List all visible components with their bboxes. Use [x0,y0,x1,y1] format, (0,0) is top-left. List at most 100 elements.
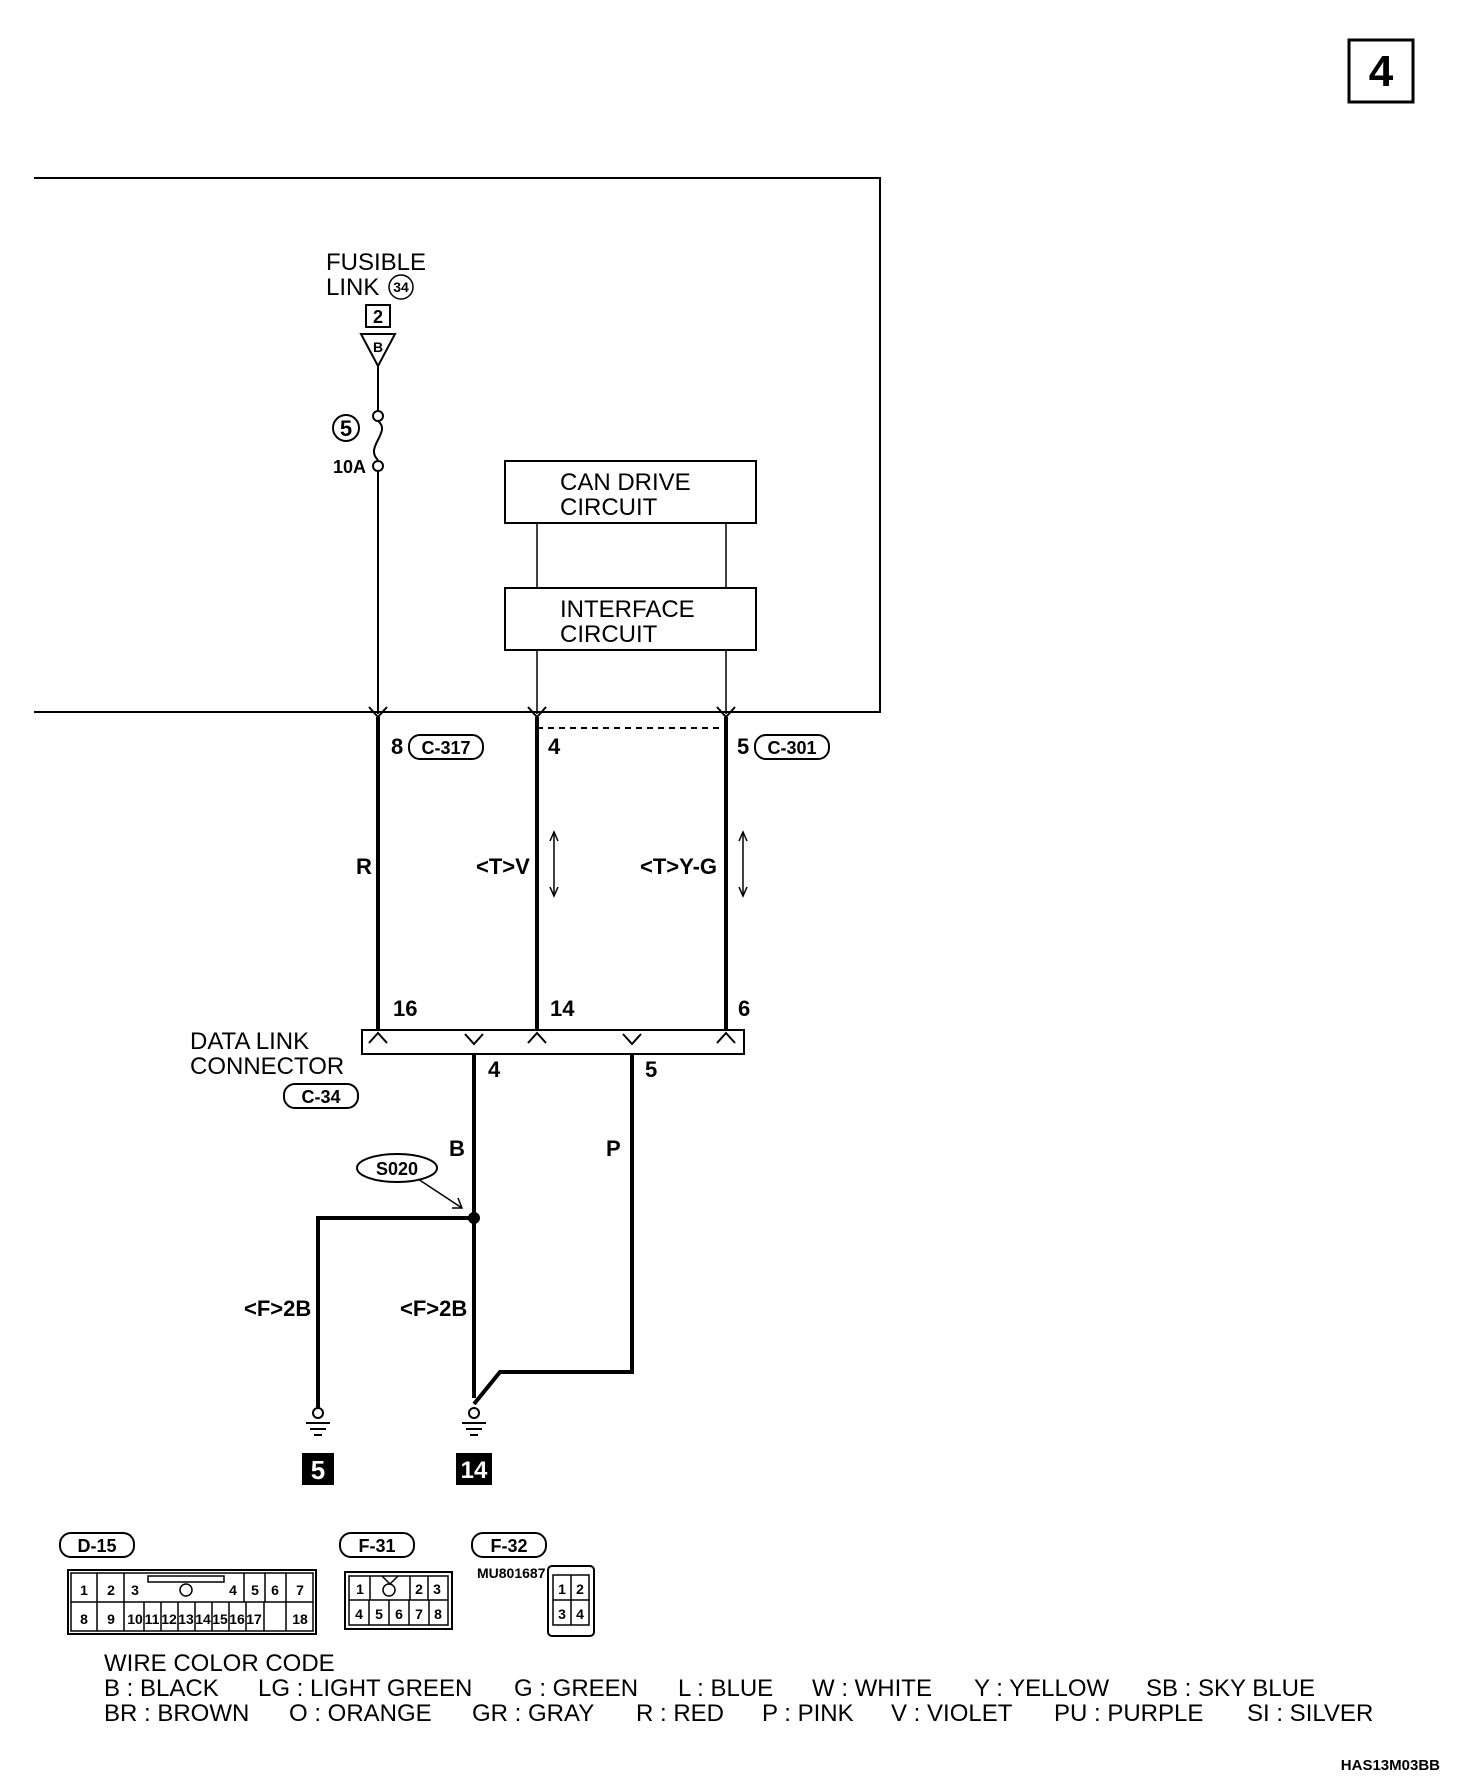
legend-entry: PU : PURPLE [1054,1700,1203,1727]
legend-entry: R : RED [636,1700,724,1727]
splice-s020: S020 [376,1159,418,1179]
ground-5-badge [302,1453,334,1485]
can-drive-circuit-block [504,460,757,524]
connector-c317: C-317 [421,738,470,758]
fuse-element [372,420,384,461]
legend-entry: LG : LIGHT GREEN [258,1675,472,1702]
tyg-double-arrow-head-top [738,830,748,842]
wire-f2b-left [316,1216,474,1408]
connector-pin-label: 15 [212,1611,228,1627]
dlc-pin-4: 4 [488,1057,501,1082]
connector-f32-part: MU801687 [477,1565,546,1581]
ecu-pin-4: 4 [548,734,561,759]
connector-f32-face [547,1565,595,1637]
ground-14-badge [456,1453,492,1485]
legend-entry: SI : SILVER [1247,1700,1373,1727]
dlc-label: DATA LINK [190,1028,309,1055]
fusible-link-triangle [359,333,397,369]
f31-key [381,1575,399,1586]
connector-pin-label: 17 [246,1611,262,1627]
connector-pin-label: 9 [107,1611,115,1627]
wire-tyg-label: <T>Y-G [640,854,717,879]
wire-tv-label: <T>V [476,854,530,879]
dlc-terminal-5 [622,1033,642,1046]
connector-c301: C-301 [767,738,816,758]
figure-code: HAS13M03BB [1341,1757,1440,1774]
fuse-terminal-top [372,410,384,422]
fuse-rating: 10A [333,457,366,477]
d15-key [147,1575,225,1583]
connector-pin-label: 4 [576,1606,584,1622]
fusible-link-label: FUSIBLE [326,249,426,276]
splice-s020-oval [356,1153,438,1183]
dlc-label-2: CONNECTOR [190,1053,344,1080]
connector-d15-face [67,1569,317,1635]
connector-c34-box [283,1083,359,1109]
ecu-outline [34,177,881,713]
legend-entry: Y : YELLOW [974,1675,1110,1702]
connector-pin-label: 5 [251,1582,259,1598]
connector-pin-label: 2 [107,1582,115,1598]
ecu-pin-8: 8 [391,734,403,759]
connector-pin-label: 10 [127,1611,143,1627]
connector-pin-label: 3 [131,1582,139,1598]
connector-pin-label: 4 [355,1606,363,1622]
dlc-pin-6: 6 [738,996,750,1021]
interface-circuit-block [504,587,757,651]
dlc-pin-14: 14 [550,996,575,1021]
connector-c301-box [754,734,830,760]
legend-entry: BR : BROWN [104,1700,249,1727]
connector-pin-label: 12 [161,1611,177,1627]
d15-hole [179,1583,193,1597]
connector-pin-label: 16 [229,1611,245,1627]
tyg-double-arrow-head-bottom [738,886,748,898]
ground-terminal-right [468,1407,480,1419]
interface-circuit-label: INTERFACE [560,596,695,623]
fusible-link-label-2: LINK [326,274,379,301]
fusible-link-number-circle [388,274,414,300]
legend-entry: G : GREEN [514,1675,638,1702]
tv-double-arrow-head-bottom [549,886,559,898]
legend-entry: SB : SKY BLUE [1146,1675,1315,1702]
can-drive-circuit-label-2: CIRCUIT [560,494,658,521]
connector-pin-label: 13 [178,1611,194,1627]
connector-pin-label: 5 [375,1606,383,1622]
wire-f2b-right-label: <F>2B [400,1296,467,1321]
connector-pin-label: 3 [558,1606,566,1622]
connector-pin-label: 4 [229,1582,237,1598]
connector-pin-label: 11 [145,1611,160,1627]
fusible-link-terminal-letter: B [373,339,383,355]
ground-14: 14 [461,1457,488,1484]
connector-c317-box [408,734,484,760]
connector-pin-label: 1 [558,1581,566,1597]
tv-double-arrow-head-top [549,830,559,842]
splice-point [468,1212,480,1224]
legend-entry: V : VIOLET [891,1700,1013,1727]
connector-pin-label: 1 [356,1581,364,1597]
connector-pin-label: 7 [296,1582,304,1598]
dlc-terminal-14 [527,1031,547,1044]
page-number-box [1347,38,1415,104]
can-drive-circuit-label: CAN DRIVE [560,469,691,496]
splice-pointer-head [452,1197,464,1209]
ground-terminal-left [312,1407,324,1419]
wire-p-label: P [606,1136,621,1161]
fuse-number-circle [332,414,360,442]
f31-hole [382,1583,396,1597]
dlc-pin-5: 5 [645,1057,657,1082]
fuse-terminal-bottom [372,460,384,472]
legend-entry: GR : GRAY [472,1700,594,1727]
connector-f32-box [471,1532,547,1558]
connector-f31-code: F-31 [358,1536,395,1556]
legend-entry: W : WHITE [812,1675,932,1702]
connector-f31-box [339,1532,415,1558]
dlc-terminal-6 [716,1031,736,1044]
connector-pin-label: 2 [576,1581,584,1597]
splice-pointer [417,1178,463,1209]
legend-entry: B : BLACK [104,1675,219,1702]
legend-entry: L : BLUE [678,1675,773,1702]
